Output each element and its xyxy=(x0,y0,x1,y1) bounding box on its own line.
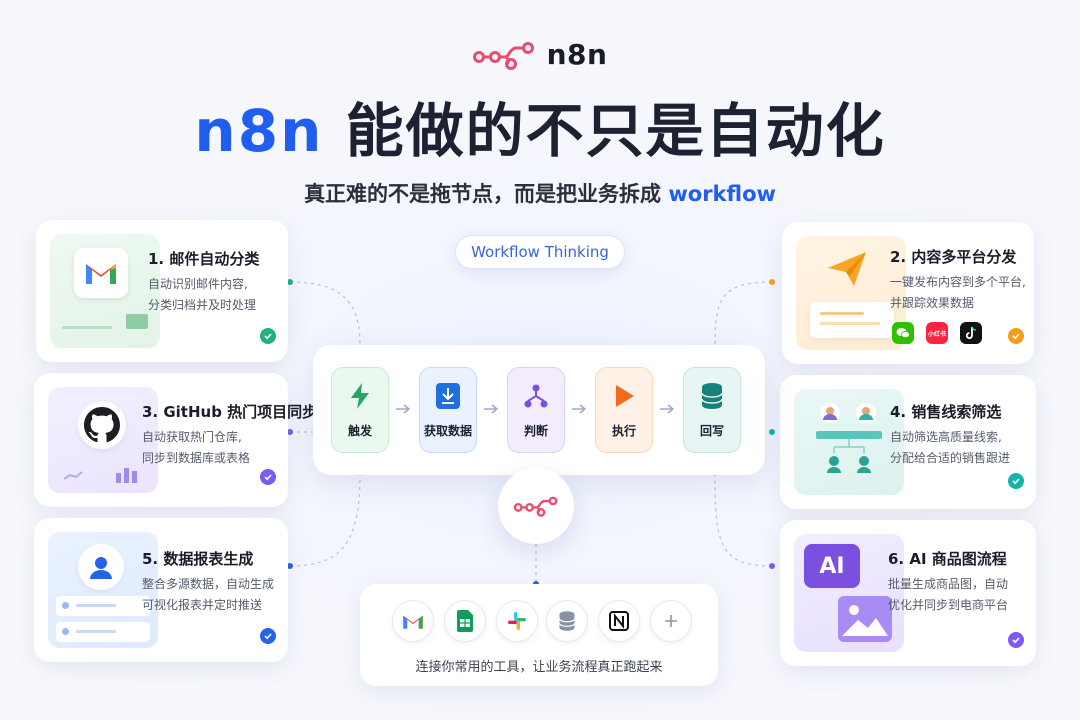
step-label: 获取数据 xyxy=(423,424,472,438)
card-desc-line2: 分配给合适的销售跟进 xyxy=(890,451,1011,465)
lightning-icon xyxy=(351,383,369,409)
plus-icon xyxy=(665,615,677,627)
subtitle-prefix: 真正难的不是拖节点，而是把业务拆成 xyxy=(304,182,669,206)
card-thumbnail: AI xyxy=(794,534,904,652)
card-content-distribution[interactable]: 2. 内容多平台分发 一键发布内容到多个平台, 并跟踪效果数据 小红书 xyxy=(782,222,1034,364)
check-icon xyxy=(1008,328,1024,344)
workflow-thinking-pill: Workflow Thinking xyxy=(455,235,625,269)
step-label: 执行 xyxy=(611,424,636,438)
tools-panel: 连接你常用的工具，让业务流程真正跑起来 xyxy=(360,584,718,686)
tool-google-sheets[interactable] xyxy=(444,600,486,642)
card-desc-line2: 并跟踪效果数据 xyxy=(890,296,975,310)
card-title: 3. GitHub 热门项目同步 xyxy=(142,403,318,421)
ai-image-icon xyxy=(838,596,892,642)
arrow-right-icon xyxy=(660,404,675,414)
step-label: 触发 xyxy=(347,424,372,438)
step-fetch-data[interactable]: 获取数据 xyxy=(419,367,477,453)
github-icon xyxy=(84,407,120,443)
play-icon xyxy=(616,385,634,407)
workflow-panel: 触发 获取数据 判断 执行 回写 xyxy=(313,345,765,475)
card-desc-line1: 自动识别邮件内容, xyxy=(148,277,248,291)
step-trigger[interactable]: 触发 xyxy=(331,367,389,453)
tools-caption: 连接你常用的工具，让业务流程真正跑起来 xyxy=(415,660,663,675)
google-sheets-icon xyxy=(457,610,473,632)
tool-slack[interactable] xyxy=(496,600,538,642)
tool-database[interactable] xyxy=(546,600,588,642)
database-icon xyxy=(558,611,576,631)
xiaohongshu-icon: 小红书 xyxy=(926,322,948,344)
card-desc-line1: 一键发布内容到多个平台, xyxy=(890,275,1026,289)
n8n-hub[interactable] xyxy=(498,468,574,544)
check-icon xyxy=(260,628,276,644)
card-sales-leads[interactable]: 4. 销售线索筛选 自动筛选高质量线索, 分配给合适的销售跟进 xyxy=(780,375,1036,509)
step-execute[interactable]: 执行 xyxy=(595,367,653,453)
card-desc-line1: 自动获取热门仓库, xyxy=(142,430,242,444)
n8n-logo-icon xyxy=(472,41,534,70)
n8n-logo-icon xyxy=(514,496,558,517)
tool-notion[interactable] xyxy=(598,600,640,642)
step-label: 回写 xyxy=(699,424,724,438)
card-desc-line1: 批量生成商品图，自动 xyxy=(888,577,1009,591)
card-thumbnail xyxy=(48,532,158,648)
step-label: 判断 xyxy=(523,424,548,438)
slack-icon xyxy=(508,612,526,630)
paper-plane-icon xyxy=(828,252,866,286)
tiktok-icon xyxy=(960,322,982,344)
card-desc-line2: 优化并同步到电商平台 xyxy=(888,598,1009,612)
card-title: 6. AI 商品图流程 xyxy=(888,550,1007,568)
card-thumbnail xyxy=(794,389,904,495)
card-thumbnail xyxy=(48,387,158,493)
wechat-icon xyxy=(892,322,914,344)
gmail-icon xyxy=(86,264,116,284)
brand-logo: n8n xyxy=(0,38,1080,71)
ai-badge: AI xyxy=(804,544,860,588)
card-desc-line2: 同步到数据库或表格 xyxy=(142,451,251,465)
subtitle: 真正难的不是拖节点，而是把业务拆成 workflow xyxy=(0,178,1080,208)
branch-icon xyxy=(524,384,548,408)
step-judge[interactable]: 判断 xyxy=(507,367,565,453)
funnel-icon xyxy=(816,403,882,473)
card-desc-line1: 整合多源数据，自动生成 xyxy=(142,577,275,591)
check-icon xyxy=(260,469,276,485)
tool-add-more[interactable] xyxy=(650,600,692,642)
check-icon xyxy=(260,328,276,344)
title-rest: 能做的不只是自动化 xyxy=(323,97,886,165)
logo-text: n8n xyxy=(546,38,608,71)
card-thumbnail xyxy=(50,234,160,348)
card-title: 1. 邮件自动分类 xyxy=(148,250,260,268)
download-icon xyxy=(436,383,460,409)
arrow-right-icon xyxy=(572,404,587,414)
card-desc-line2: 分类归档并及时处理 xyxy=(148,298,257,312)
card-title: 5. 数据报表生成 xyxy=(142,550,254,568)
tool-gmail[interactable] xyxy=(392,600,434,642)
user-icon xyxy=(90,557,112,579)
card-desc-line1: 自动筛选高质量线索, xyxy=(890,430,1002,444)
page-title: n8n 能做的不只是自动化 xyxy=(0,96,1080,166)
step-write-back[interactable]: 回写 xyxy=(683,367,741,453)
check-icon xyxy=(1008,473,1024,489)
card-title: 4. 销售线索筛选 xyxy=(890,403,1002,421)
arrow-right-icon xyxy=(396,404,411,414)
card-data-report[interactable]: 5. 数据报表生成 整合多源数据，自动生成 可视化报表并定时推送 xyxy=(34,518,288,662)
notion-icon xyxy=(609,611,629,631)
card-desc-line2: 可视化报表并定时推送 xyxy=(142,598,263,612)
card-email-classification[interactable]: 1. 邮件自动分类 自动识别邮件内容, 分类归档并及时处理 xyxy=(36,220,288,362)
stats-icon xyxy=(63,468,137,483)
arrow-right-icon xyxy=(484,404,499,414)
card-github-sync[interactable]: 3. GitHub 热门项目同步 自动获取热门仓库, 同步到数据库或表格 xyxy=(34,373,317,507)
subtitle-highlight: workflow xyxy=(668,182,776,206)
database-icon xyxy=(701,383,723,409)
card-ai-product-image[interactable]: AI 6. AI 商品图流程 批量生成商品图，自动 优化并同步到电商平台 xyxy=(780,520,1036,666)
card-title: 2. 内容多平台分发 xyxy=(890,248,1017,266)
gmail-icon xyxy=(403,615,423,629)
title-brand: n8n xyxy=(194,97,324,165)
mail-icon xyxy=(126,314,148,329)
card-thumbnail xyxy=(796,236,906,350)
check-icon xyxy=(1008,632,1024,648)
